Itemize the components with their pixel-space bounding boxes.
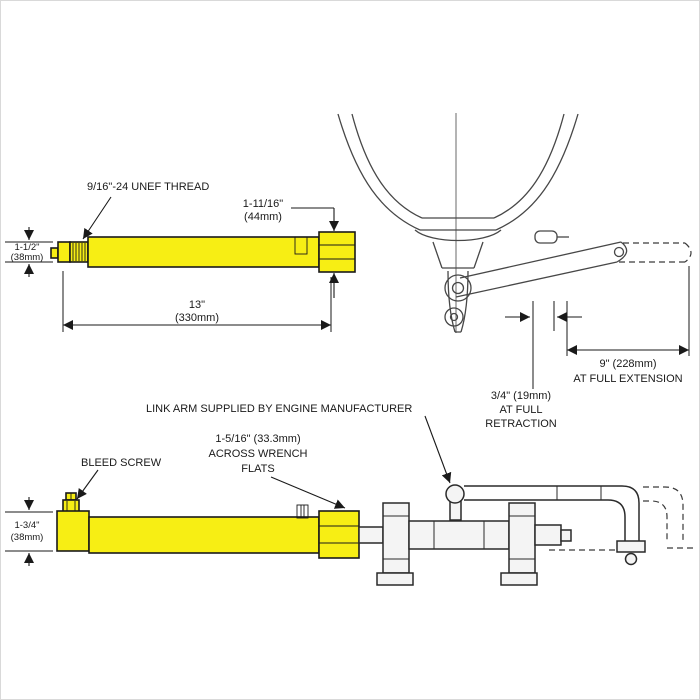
bracket-foot-left: [376, 572, 414, 586]
clamp-plate-right-lines: [509, 515, 535, 560]
bracket-stub: [560, 529, 572, 542]
link-arm-label: LINK ARM SUPPLIED BY ENGINE MANUFACTURER: [146, 403, 412, 415]
arm-pivot-outer: [444, 274, 472, 302]
piston-rod: [358, 526, 384, 544]
arm-end-fitting: [616, 540, 646, 553]
wrench-flats-line1: 1-5/16" (33.3mm): [215, 433, 300, 445]
extension-line1: 9" (228mm): [599, 358, 656, 370]
rod-end-clevis: [57, 241, 71, 263]
end-cap-bottom: [56, 510, 90, 552]
body-height-ext-top: [5, 241, 53, 263]
bracket-extension: [534, 524, 562, 546]
nut-height-line1: 1-11/16": [243, 198, 283, 210]
cylinder-body-top: [87, 236, 320, 268]
bottom-labels: LINK ARM SUPPLIED BY ENGINE MANUFACTURER…: [5, 403, 452, 566]
engine-clamp-detail: [534, 230, 558, 244]
arm-alt-outer-dashed: [643, 486, 684, 543]
engine-hull-right-inner: [493, 113, 565, 219]
bleed-screw-leader: [76, 469, 99, 500]
body-height-line2: (38mm): [11, 252, 44, 263]
port-detail-lines: [300, 505, 305, 518]
arm-bottom-edge: [455, 261, 618, 298]
rod-tip: [50, 247, 59, 259]
arm-end-bolt: [613, 246, 625, 258]
clamp-plate-left: [382, 502, 410, 574]
engine-bracket-taper: [432, 241, 484, 269]
arm-extended-cap-dashed: [684, 242, 692, 263]
arm-alt-inner-dashed: [643, 500, 668, 543]
length-line2: (330mm): [175, 312, 219, 324]
arm-tube-joints: [556, 486, 602, 500]
arm-extended-dashed: [619, 242, 685, 263]
tie-tube: [408, 520, 510, 550]
engine-outline: [337, 113, 579, 333]
retraction-ext-lines: [532, 301, 555, 389]
arm-pivot-bolt: [451, 281, 465, 295]
bleed-screw-label: BLEED SCREW: [81, 457, 162, 469]
bottom-height-line2: (38mm): [11, 532, 44, 543]
thread-leader: [82, 196, 112, 240]
nut-height-line2: (44mm): [244, 211, 282, 223]
clamp-plate-right: [508, 502, 536, 574]
arm-lower-bolt: [449, 312, 459, 322]
arm-end-cap: [616, 241, 628, 263]
thread-marks: [72, 243, 86, 261]
retraction-line2: AT FULL: [500, 404, 543, 416]
engine-cowl-curve: [414, 229, 502, 242]
engine-skeg: [447, 270, 469, 333]
cylinder-top: [50, 231, 356, 273]
top-dimensions: 9/16"-24 UNEF THREAD 1-11/16" (44mm) 1-1…: [5, 181, 690, 430]
clamp-plate-left-lines: [383, 515, 409, 560]
wrench-flats-line3: FLATS: [241, 463, 274, 475]
gland-nut-flats-bottom: [319, 525, 359, 544]
retraction-line3: RETRACTION: [485, 418, 557, 430]
arm-lower-pivot: [444, 307, 464, 327]
port-detail-bottom: [296, 504, 309, 519]
cylinder-bottom: [56, 492, 384, 559]
arm-alt-lines-dashed: [549, 547, 697, 551]
arm-tube-outer: [464, 485, 640, 541]
engine-hull-left-outer: [337, 113, 421, 231]
ball-joint: [445, 484, 465, 504]
engine-cowl-seam: [420, 217, 496, 231]
cylinder-body-bottom: [88, 516, 320, 554]
retraction-line1: 3/4" (19mm): [491, 390, 551, 402]
extension-ext-lines: [566, 266, 690, 356]
length-line1: 13": [189, 299, 205, 311]
thread-label: 9/16"-24 UNEF THREAD: [87, 181, 209, 193]
extension-line2: AT FULL EXTENSION: [573, 373, 682, 385]
port-detail-top: [294, 236, 308, 255]
arm-end-bolt-bottom: [624, 552, 638, 566]
wrench-flats-line2: ACROSS WRENCH: [208, 448, 307, 460]
bracket-foot-right: [500, 572, 538, 586]
mounting-bracket: [376, 484, 572, 586]
bleed-screw-detail: [66, 493, 76, 512]
engine-hull-right-outer: [495, 113, 579, 231]
bottom-height-line1: 1-3/4": [14, 520, 39, 531]
engine-hull-left-inner: [351, 113, 423, 219]
link-arm-bottom: [464, 485, 697, 566]
arm-tube-inner: [464, 499, 626, 541]
link-arm-top: [444, 241, 692, 327]
arm-top-edge: [459, 241, 622, 279]
bottom-height-ext-lines: [5, 511, 53, 552]
body-height-line1: 1-1/2": [14, 242, 39, 253]
link-arm-leader: [424, 415, 452, 484]
gland-nut-flats-top: [319, 244, 355, 260]
gland-nut-bottom: [318, 510, 360, 559]
tie-tube-joints: [433, 521, 485, 549]
gland-nut-top: [318, 231, 356, 273]
wrench-flats-leader: [270, 476, 346, 509]
